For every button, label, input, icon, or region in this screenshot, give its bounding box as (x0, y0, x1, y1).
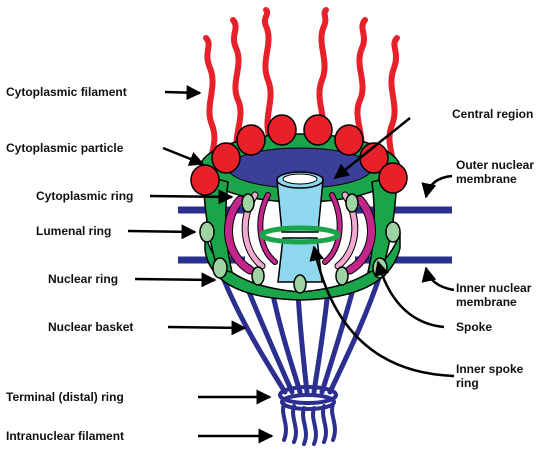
arrow-nuclear-ring (135, 279, 215, 280)
label-nuclear-ring: Nuclear ring (48, 272, 118, 286)
label-lumenal-ring: Lumenal ring (36, 224, 111, 238)
label-outer-nuclear-membrane-line2: membrane (456, 172, 534, 186)
inner-spoke-ring (262, 228, 338, 242)
label-spoke: Spoke (456, 320, 492, 334)
intranuclear-1 (283, 404, 286, 440)
intranuclear-3 (303, 408, 306, 444)
lumenal-bead-1 (200, 222, 214, 242)
intranuclear-5 (323, 406, 326, 442)
label-inner-nuclear-membrane-line1: Inner nuclear (456, 281, 531, 295)
filament-3 (265, 10, 271, 138)
label-terminal-ring: Terminal (distal) ring (6, 390, 124, 404)
arrow-lumenal-ring (128, 231, 195, 232)
lumenal-bead-3 (346, 194, 358, 212)
particle-5 (304, 115, 332, 145)
lumenal-bead-8 (336, 267, 348, 285)
label-inner-spoke-ring-line1: Inner spoke (456, 362, 523, 376)
basket-strand-4 (298, 292, 307, 392)
label-inner-nuclear-membrane: Inner nuclear membrane (456, 281, 531, 309)
label-cytoplasmic-filament: Cytoplasmic filament (6, 85, 127, 99)
lumenal-bead-5 (213, 258, 227, 278)
arrow-cytoplasmic-filament (165, 92, 200, 93)
label-inner-nuclear-membrane-line2: membrane (456, 295, 531, 309)
particle-4 (268, 115, 296, 145)
label-outer-nuclear-membrane-line1: Outer nuclear (456, 158, 534, 172)
arrow-cytoplasmic-particle (163, 148, 203, 164)
intranuclear-4 (313, 408, 316, 444)
lumenal-bead-9 (294, 275, 306, 293)
lumenal-bead-2 (386, 222, 400, 242)
particle-3 (237, 125, 265, 155)
label-intranuclear-filament: Intranuclear filament (6, 429, 124, 443)
label-central-region: Central region (452, 107, 533, 121)
arrow-inner-membrane (426, 268, 454, 290)
arrow-outer-membrane (426, 176, 452, 197)
particle-2 (212, 143, 240, 173)
label-cytoplasmic-ring: Cytoplasmic ring (36, 189, 133, 203)
central-top-opening (283, 174, 317, 184)
label-inner-spoke-ring: Inner spoke ring (456, 362, 523, 390)
arrow-cytoplasmic-ring (150, 196, 232, 197)
particle-6 (335, 125, 363, 155)
particle-8 (379, 163, 407, 193)
arrow-nuclear-basket (168, 327, 245, 328)
intranuclear-6 (332, 404, 335, 440)
lumenal-bead-4 (242, 194, 254, 212)
label-nuclear-basket: Nuclear basket (48, 320, 133, 334)
label-outer-nuclear-membrane: Outer nuclear membrane (456, 158, 534, 186)
label-inner-spoke-ring-line2: ring (456, 376, 523, 390)
lumenal-bead-7 (252, 267, 264, 285)
intranuclear-2 (293, 406, 296, 442)
particle-1 (191, 165, 219, 195)
label-cytoplasmic-particle: Cytoplasmic particle (6, 141, 123, 155)
